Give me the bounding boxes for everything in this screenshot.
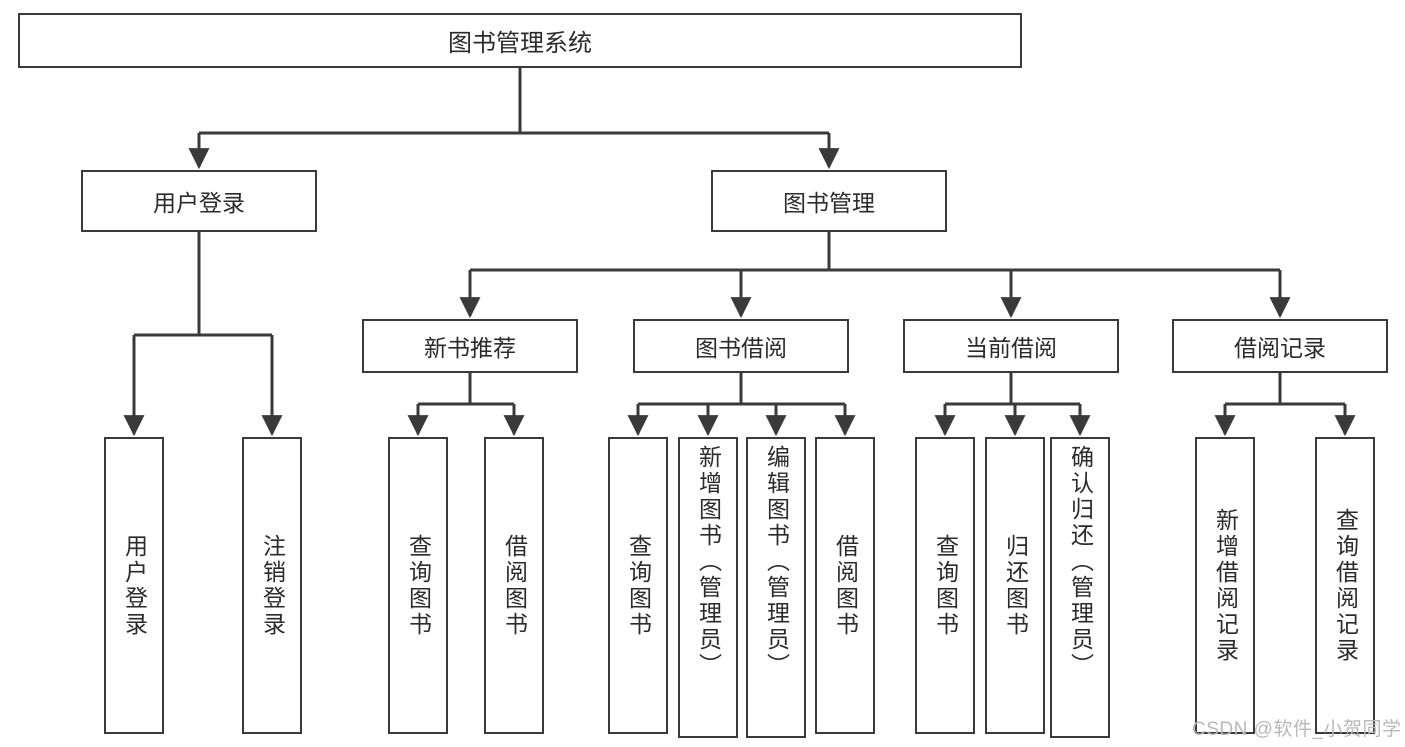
node-new-book-recommend-label: 新书推荐 [424,335,516,361]
node-leaf-query-borrow-record[interactable]: 查询借阅记录 [1315,437,1375,734]
node-leaf-logout-login[interactable]: 注销登录 [242,437,302,734]
node-book-borrow[interactable]: 图书借阅 [633,319,849,373]
node-leaf-borrow-book[interactable]: 借阅图书 [815,437,875,734]
node-borrow-record[interactable]: 借阅记录 [1172,319,1388,373]
node-new-book-recommend[interactable]: 新书推荐 [362,319,578,373]
node-root-system[interactable]: 图书管理系统 [18,13,1022,68]
node-book-manage-label: 图书管理 [783,190,875,216]
node-leaf-add-book-admin-label: 新增图书（管理员） [695,445,722,679]
node-borrow-record-label: 借阅记录 [1234,335,1326,361]
node-leaf-query-book-borrow[interactable]: 查询图书 [608,437,668,734]
node-leaf-edit-book-admin[interactable]: 编辑图书（管理员） [746,437,806,738]
node-leaf-query-book-current-label: 查询图书 [932,533,959,638]
node-leaf-query-book-current[interactable]: 查询图书 [915,437,975,734]
node-leaf-edit-book-admin-label: 编辑图书（管理员） [763,445,790,679]
node-leaf-return-book[interactable]: 归还图书 [985,437,1045,734]
node-user-login[interactable]: 用户登录 [81,170,317,232]
node-leaf-borrow-book-label: 借阅图书 [832,533,859,638]
node-leaf-borrow-book-recommend-label: 借阅图书 [501,533,528,638]
node-leaf-logout-login-label: 注销登录 [259,533,286,638]
node-leaf-confirm-return-admin-label: 确认归还（管理员） [1067,445,1094,679]
node-leaf-add-borrow-record-label: 新增借阅记录 [1212,507,1239,664]
node-leaf-add-book-admin[interactable]: 新增图书（管理员） [678,437,738,738]
node-root-label: 图书管理系统 [448,30,592,57]
node-current-borrow[interactable]: 当前借阅 [903,319,1119,373]
node-user-login-label: 用户登录 [153,190,245,216]
node-book-manage[interactable]: 图书管理 [711,170,947,232]
node-book-borrow-label: 图书借阅 [695,335,787,361]
node-leaf-user-login[interactable]: 用户登录 [104,437,164,734]
node-leaf-return-book-label: 归还图书 [1002,533,1029,638]
node-leaf-query-book-recommend-label: 查询图书 [405,533,432,638]
node-leaf-query-book-recommend[interactable]: 查询图书 [388,437,448,734]
node-leaf-add-borrow-record[interactable]: 新增借阅记录 [1195,437,1255,734]
node-current-borrow-label: 当前借阅 [965,335,1057,361]
node-leaf-user-login-label: 用户登录 [121,533,148,638]
node-leaf-borrow-book-recommend[interactable]: 借阅图书 [484,437,544,734]
node-leaf-confirm-return-admin[interactable]: 确认归还（管理员） [1050,437,1110,738]
node-leaf-query-borrow-record-label: 查询借阅记录 [1332,507,1359,664]
csdn-watermark: CSDN @软件_小贺同学 [1192,719,1402,740]
node-leaf-query-book-borrow-label: 查询图书 [625,533,652,638]
